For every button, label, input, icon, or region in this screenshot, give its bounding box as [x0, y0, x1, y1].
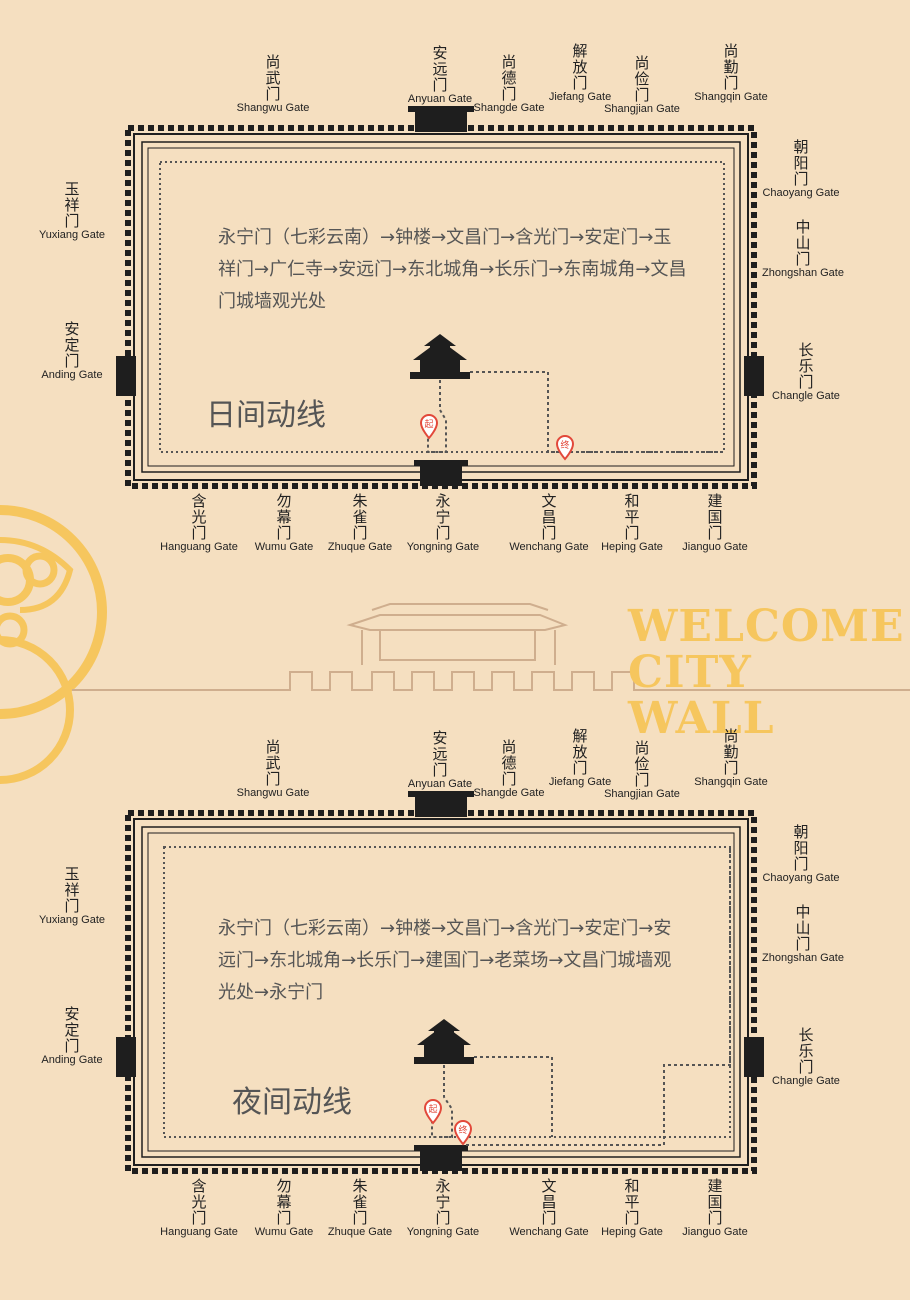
welcome-banner: WELCOME CITY WALL	[628, 604, 910, 742]
anyuan-tower-icon	[415, 110, 467, 132]
anyuan-tower-icon	[415, 795, 467, 817]
svg-text:终: 终	[560, 439, 569, 451]
night-route-map: 起 终 永宁门（七彩云南）→钟楼→文昌门→含光门→安定门→安远门→东北城角→长乐…	[0, 725, 910, 1285]
start-pin-icon: 起	[419, 414, 439, 440]
svg-text:起: 起	[428, 1104, 437, 1115]
night-route-title: 夜间动线	[232, 1085, 352, 1120]
yongning-tower-icon	[420, 1149, 462, 1171]
bell-tower-icon	[414, 1019, 474, 1064]
welcome-line1: WELCOME	[628, 601, 905, 652]
end-pin-icon: 终	[555, 435, 575, 461]
day-wall-outline	[116, 106, 764, 489]
anding-tower-icon	[116, 1037, 136, 1077]
city-gate-outline-icon	[72, 603, 910, 691]
changle-tower-icon	[744, 1037, 764, 1077]
bell-tower-icon	[410, 334, 470, 379]
welcome-line2: CITY WALL	[628, 647, 775, 744]
day-route-text: 永宁门（七彩云南）→钟楼→文昌门→含光门→安定门→玉祥门→广仁寺→安远门→东北城…	[218, 227, 687, 312]
changle-tower-icon	[744, 356, 764, 396]
day-route-map: 起 终 永宁门（七彩云南）→钟楼→文昌门→含光门→安定门→玉祥门→广仁寺→安远门…	[0, 40, 910, 600]
lion-ornament-icon	[0, 505, 107, 784]
day-route-title: 日间动线	[206, 398, 326, 433]
anding-tower-icon	[116, 356, 136, 396]
decorative-band	[0, 505, 910, 784]
start-pin-icon: 起	[423, 1099, 443, 1125]
end-pin-icon: 终	[453, 1120, 473, 1146]
svg-text:起: 起	[424, 419, 433, 430]
svg-text:终: 终	[458, 1124, 467, 1136]
night-wall-outline	[116, 791, 764, 1174]
night-route-text: 永宁门（七彩云南）→钟楼→文昌门→含光门→安定门→安远门→东北城角→长乐门→建国…	[218, 918, 672, 1003]
yongning-tower-icon	[420, 464, 462, 486]
